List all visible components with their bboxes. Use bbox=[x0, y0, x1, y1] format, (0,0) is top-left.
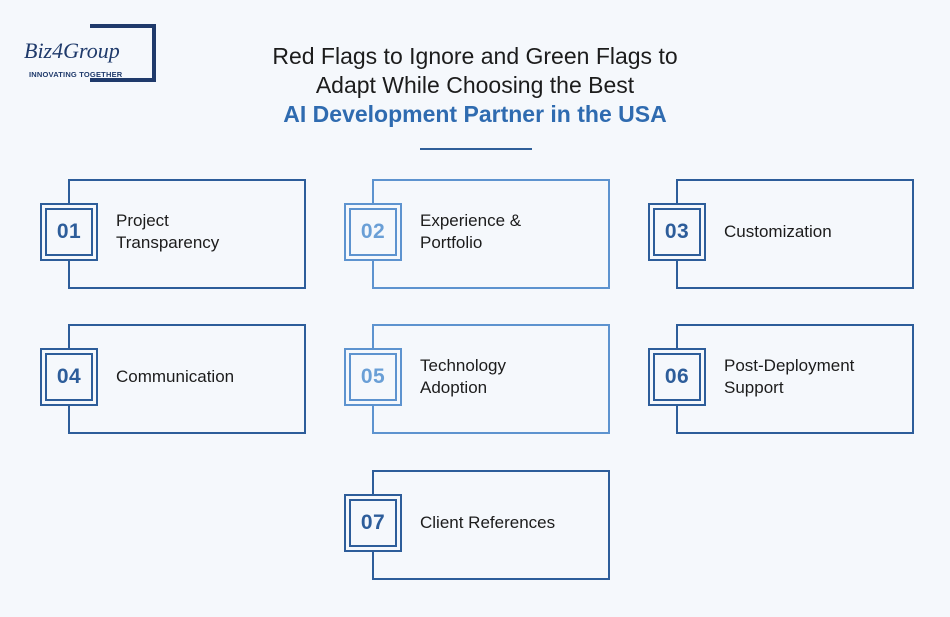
item-card-box bbox=[372, 324, 610, 434]
item-card-box bbox=[676, 324, 914, 434]
item-number: 04 bbox=[56, 365, 82, 388]
item-number-badge: 07 bbox=[344, 494, 402, 552]
item-label: Experience & Portfolio bbox=[420, 211, 522, 252]
item-card-box bbox=[372, 179, 610, 289]
item-number-badge: 06 bbox=[648, 348, 706, 406]
item-card-02: 02 Experience & Portfolio bbox=[344, 179, 610, 289]
item-card-box bbox=[372, 470, 610, 580]
item-card-05: 05 Technology Adoption bbox=[344, 324, 610, 434]
title-line-1: Red Flags to Ignore and Green Flags to bbox=[272, 43, 678, 69]
item-label: Project Transparency bbox=[116, 211, 220, 252]
logo-tagline: INNOVATING TOGETHER bbox=[29, 70, 123, 79]
item-number-badge: 04 bbox=[40, 348, 98, 406]
item-number: 06 bbox=[664, 365, 690, 388]
item-label: Post-Deployment Support bbox=[724, 356, 855, 397]
title-line-3: AI Development Partner in the USA bbox=[283, 101, 667, 127]
item-number: 02 bbox=[360, 220, 386, 243]
item-card-07: 07 Client References bbox=[344, 470, 610, 580]
item-number-badge: 01 bbox=[40, 203, 98, 261]
item-card-03: 03 Customization bbox=[648, 179, 914, 289]
item-number: 05 bbox=[360, 365, 386, 388]
item-label: Technology Adoption bbox=[420, 356, 507, 397]
logo-frame bbox=[90, 24, 156, 82]
item-card-01: 01 Project Transparency bbox=[40, 179, 306, 289]
item-label: Client References bbox=[420, 513, 556, 532]
item-number-badge: 05 bbox=[344, 348, 402, 406]
item-number: 01 bbox=[56, 220, 82, 243]
item-number-badge: 03 bbox=[648, 203, 706, 261]
title-underline bbox=[420, 148, 532, 150]
item-card-04: 04 Communication bbox=[40, 324, 306, 434]
logo-brand-text: Biz4Group bbox=[24, 38, 122, 64]
item-card-box bbox=[68, 324, 306, 434]
item-label: Communication bbox=[116, 367, 235, 386]
item-number-badge: 02 bbox=[344, 203, 402, 261]
title-line-2: Adapt While Choosing the Best bbox=[315, 72, 635, 98]
company-logo: Biz4Group INNOVATING TOGETHER bbox=[22, 24, 157, 84]
item-number: 07 bbox=[360, 511, 386, 534]
page-title: Red Flags to Ignore and Green Flags to A… bbox=[200, 42, 750, 129]
item-card-06: 06 Post-Deployment Support bbox=[648, 324, 914, 434]
item-label: Customization bbox=[724, 222, 832, 241]
item-number: 03 bbox=[664, 220, 690, 243]
